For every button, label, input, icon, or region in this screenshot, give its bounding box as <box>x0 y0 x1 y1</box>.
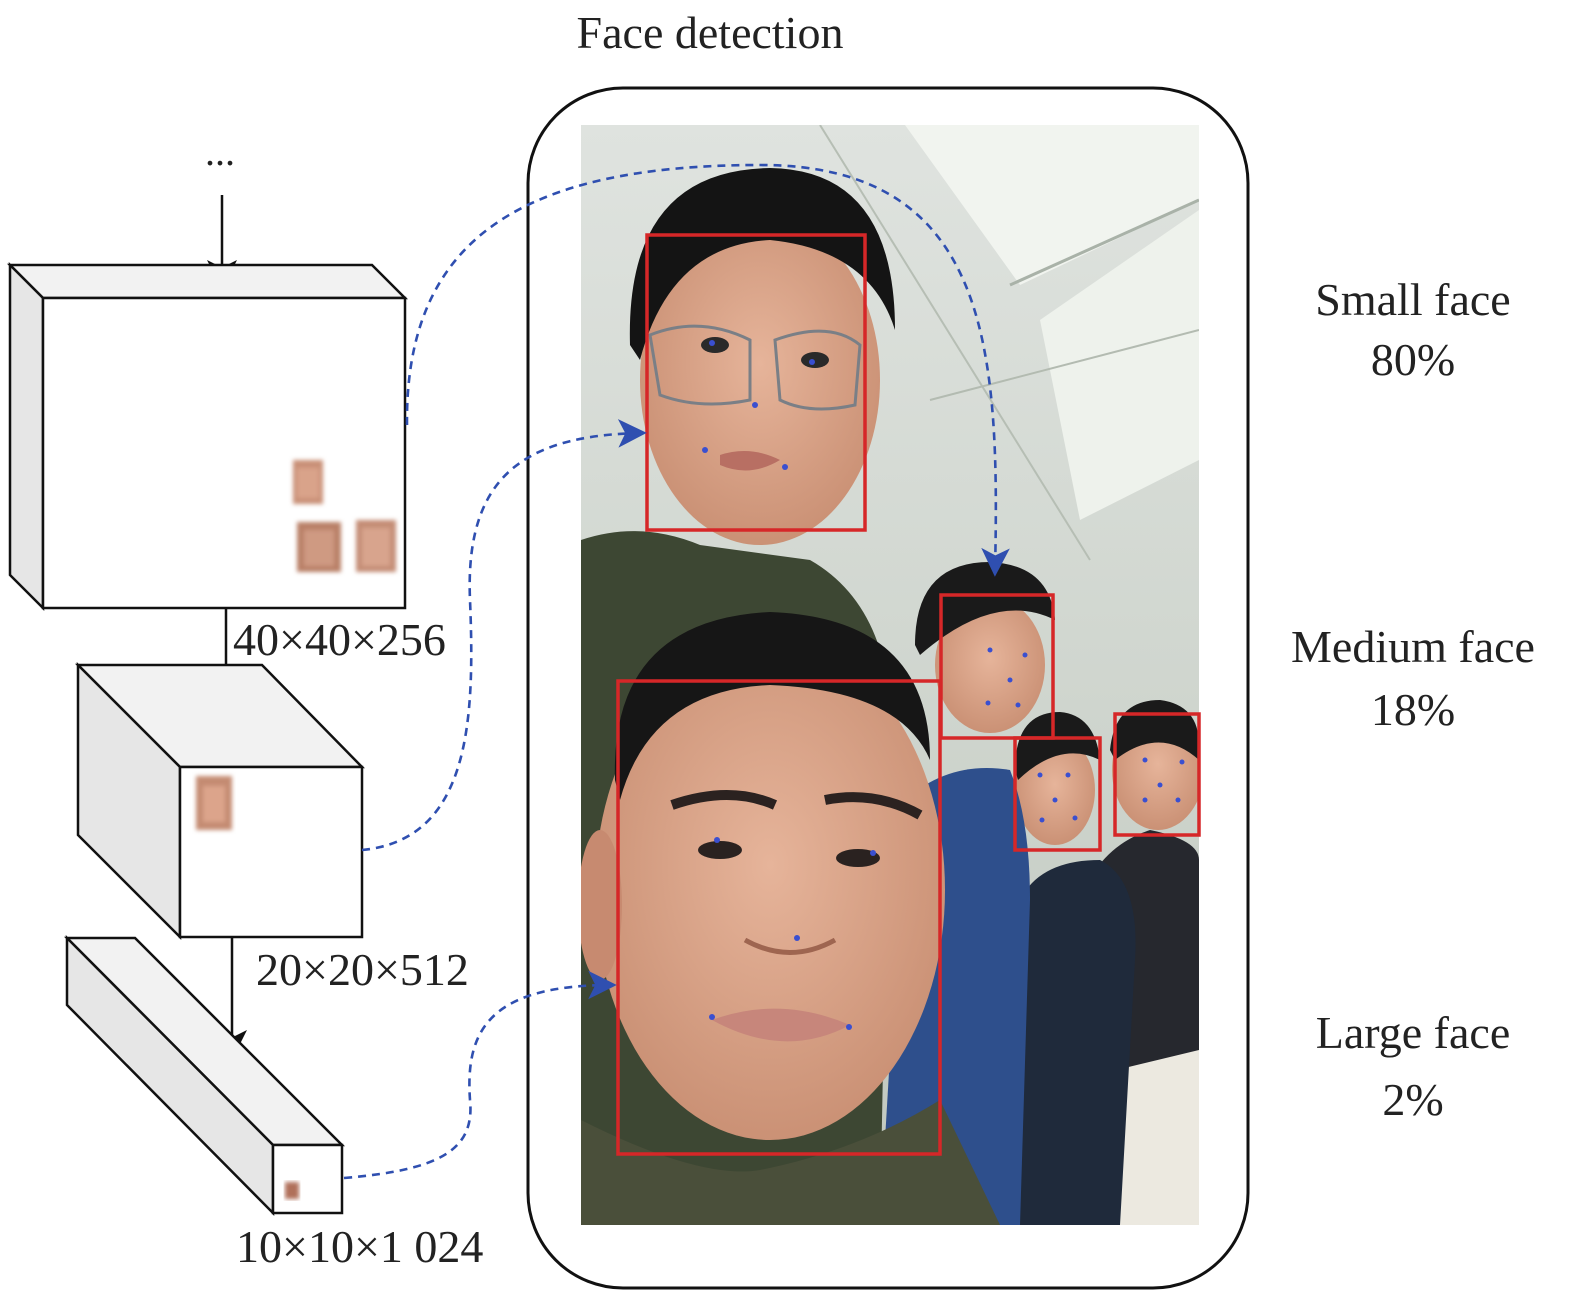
feature-map-label-3: 10×10×1 024 <box>236 1221 483 1272</box>
stat-small-name: Small face <box>1315 274 1510 325</box>
stat-medium-percent: 18% <box>1371 684 1455 735</box>
stat-small-percent: 80% <box>1371 334 1455 385</box>
link-small-faces <box>405 163 1010 577</box>
stat-medium-name: Medium face <box>1291 621 1535 672</box>
feature-map-large <box>6 261 409 612</box>
detection-frame <box>526 86 1250 1290</box>
facial-landmarks <box>702 340 1185 1030</box>
detection-box <box>1013 736 1102 852</box>
feature-map-medium <box>74 661 365 941</box>
ellipsis-label: ... <box>205 129 235 174</box>
stat-large-name: Large face <box>1316 1007 1511 1058</box>
feature-map-small <box>63 934 346 1217</box>
link-medium-faces <box>361 419 647 852</box>
face-thumbnail <box>285 1182 299 1199</box>
detection-box <box>1113 712 1201 837</box>
selfie-photo <box>581 125 1199 1225</box>
detection-box <box>616 679 942 1156</box>
diagram-title: Face detection <box>577 7 844 58</box>
feature-map-label-2: 20×20×512 <box>256 944 469 995</box>
detection-box <box>939 593 1055 740</box>
feature-map-label-1: 40×40×256 <box>233 614 446 665</box>
link-large-faces <box>343 970 617 1180</box>
detection-box <box>645 233 867 532</box>
stat-large-percent: 2% <box>1382 1074 1443 1125</box>
